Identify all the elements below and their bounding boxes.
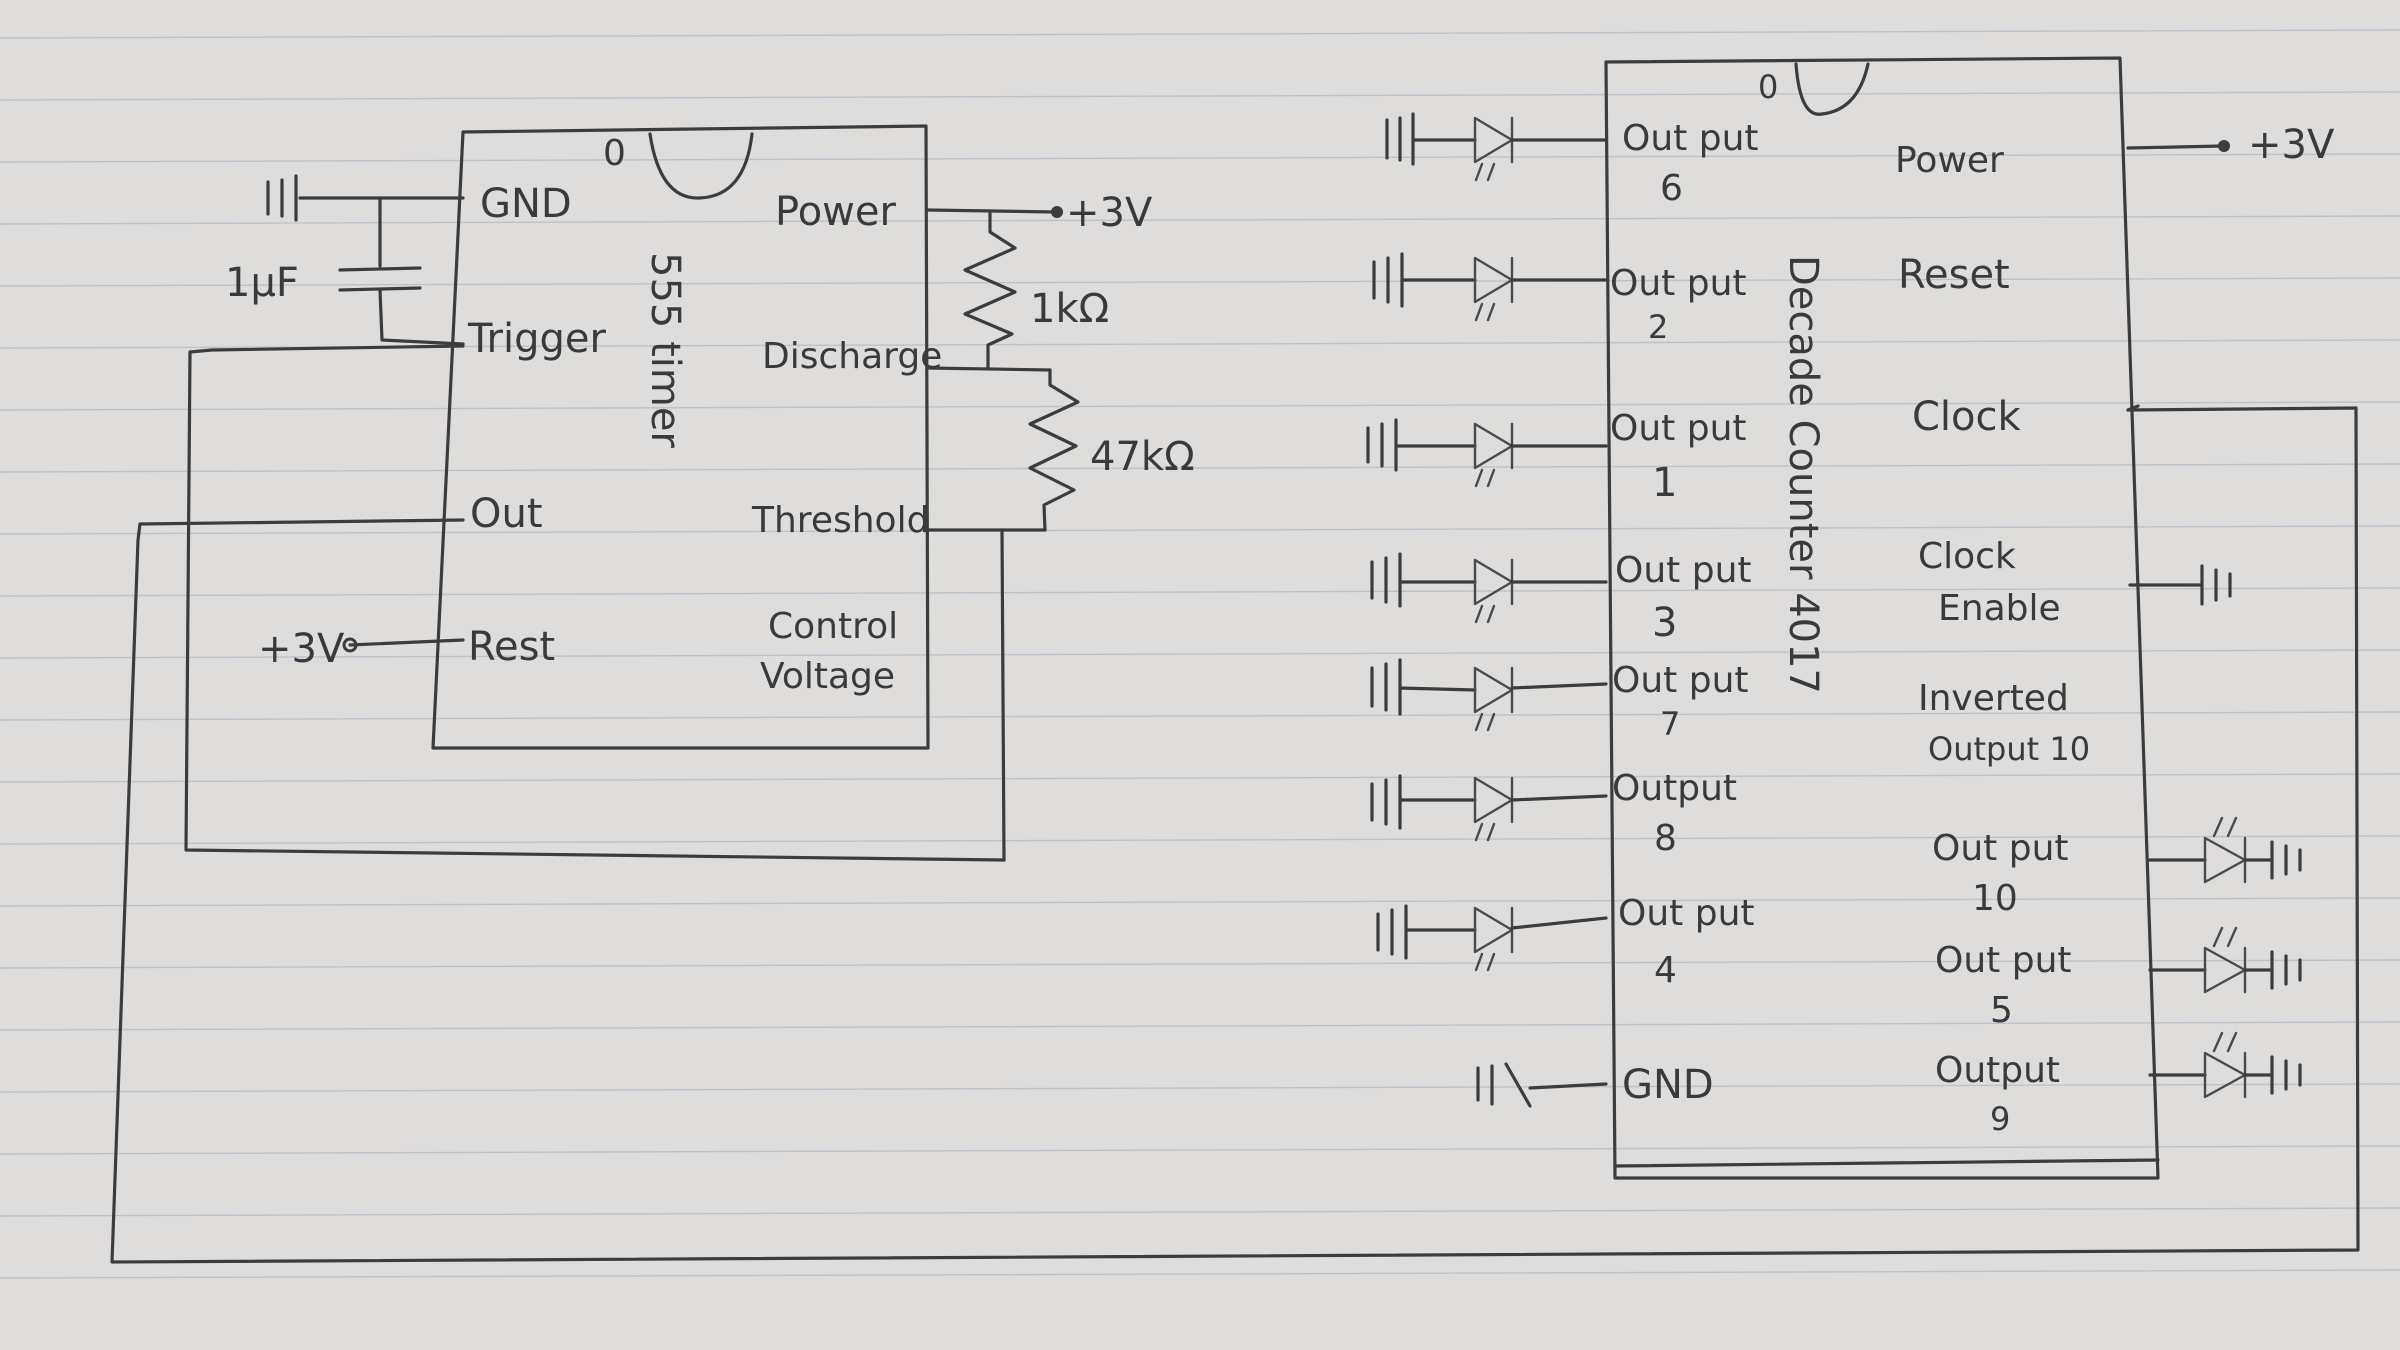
led-output-5	[2148, 926, 2302, 994]
timer-chip-notch	[648, 132, 754, 200]
counter-right-pin-clock-enable-1: Clock	[1918, 536, 2016, 577]
counter-left-pin-4: Out put	[1615, 550, 1752, 591]
counter-left-pin-5: Out put	[1612, 660, 1749, 701]
timer-notch-marker: 0	[603, 133, 626, 174]
timer-pin-threshold: Threshold	[751, 500, 929, 541]
counter-left-pin-3-num: 1	[1652, 460, 1677, 506]
timer-pin-gnd: GND	[480, 181, 572, 227]
counter-right-pin-out10: Out put	[1932, 828, 2069, 869]
led-output-3	[1370, 552, 1608, 624]
ground-symbol	[2200, 564, 2232, 606]
led-output-8	[1370, 774, 1608, 842]
led-output-2	[1372, 252, 1608, 322]
counter-right-pin-out5: Out put	[1935, 940, 2072, 981]
counter-right-pin-reset: Reset	[1898, 252, 2010, 298]
resistor-1k	[963, 210, 1017, 370]
counter-right-pin-inverted-1: Inverted	[1918, 678, 2069, 719]
reset-supply-label: +3V	[258, 626, 345, 672]
led-output-4	[1376, 904, 1608, 972]
timer-pin-discharge: Discharge	[762, 336, 942, 377]
counter-left-pin-7: Out put	[1618, 893, 1755, 934]
timer-pin-control-1: Control	[768, 606, 898, 647]
counter-right-pin-out10-num: 10	[1972, 878, 2018, 919]
ground-symbol	[1476, 1062, 1532, 1108]
timer-chip-label: 555 timer	[642, 252, 688, 448]
led-output-9	[2148, 1031, 2302, 1099]
ground-symbol	[266, 174, 298, 222]
resistor-1k-label: 1kΩ	[1030, 286, 1109, 332]
reset-supply-node	[342, 637, 358, 653]
counter-right-pin-clock: Clock	[1912, 394, 2022, 440]
capacitor-plate-top	[338, 266, 422, 272]
counter-right-pin-power: Power	[1895, 140, 2004, 181]
counter-left-pin-3: Out put	[1610, 408, 1747, 449]
counter-4017-section: 0 Decade Counter 4017 Out put 6 Out put …	[1366, 56, 2335, 1180]
capacitor-label: 1μF	[225, 260, 299, 306]
timer-supply-label: +3V	[1066, 190, 1153, 236]
timer-pin-rest: Rest	[468, 624, 555, 670]
counter-right-pin-inverted-2: Output 10	[1928, 730, 2090, 768]
counter-right-pin-out5-num: 5	[1990, 990, 2013, 1031]
counter-left-pin-labels: Out put 6 Out put 2 Out put 1 Out put 3 …	[1610, 118, 1759, 1108]
counter-chip-label: Decade Counter 4017	[1780, 255, 1826, 694]
counter-left-pin-1-num: 6	[1660, 168, 1683, 209]
counter-right-pin-labels: Power Reset Clock Clock Enable Inverted …	[1895, 140, 2090, 1138]
timer-pin-control-2: Voltage	[760, 656, 895, 697]
counter-left-pin-5-num: 7	[1660, 705, 1680, 743]
counter-left-pin-2: Out put	[1610, 263, 1747, 304]
counter-left-pin-2-num: 2	[1648, 308, 1668, 346]
timer-555-section: 0 555 timer GND Trigger Out Rest Power D…	[110, 124, 2360, 1264]
led-array-right	[2148, 816, 2302, 1099]
timer-supply-node	[1051, 206, 1063, 218]
counter-supply-label: +3V	[2248, 122, 2335, 168]
timer-chip-body	[431, 124, 930, 750]
counter-left-pin-gnd: GND	[1622, 1062, 1714, 1108]
counter-chip-body	[1604, 56, 2160, 1180]
counter-left-pin-6: Output	[1612, 768, 1737, 809]
led-output-1	[1366, 418, 1608, 488]
counter-right-pin-out9: Output	[1935, 1050, 2060, 1091]
counter-left-pin-7-num: 4	[1654, 950, 1677, 991]
resistor-47k	[1028, 368, 1080, 532]
counter-notch-marker: 0	[1758, 68, 1778, 106]
counter-left-pin-6-num: 8	[1654, 818, 1677, 859]
led-array-left	[1366, 112, 1608, 972]
led-output-6	[1385, 112, 1608, 182]
timer-pin-out: Out	[470, 491, 543, 537]
timer-pin-power: Power	[775, 189, 896, 235]
counter-right-pin-out9-num: 9	[1990, 1100, 2010, 1138]
led-output-10	[2148, 816, 2302, 884]
led-output-7	[1370, 658, 1608, 732]
counter-left-pin-1: Out put	[1622, 118, 1759, 159]
counter-chip-notch	[1794, 62, 1870, 116]
counter-supply-node	[2218, 140, 2230, 152]
counter-right-pin-clock-enable-2: Enable	[1938, 588, 2061, 629]
timer-pin-trigger: Trigger	[467, 316, 607, 362]
resistor-47k-label: 47kΩ	[1090, 434, 1195, 480]
counter-left-pin-4-num: 3	[1652, 600, 1677, 646]
